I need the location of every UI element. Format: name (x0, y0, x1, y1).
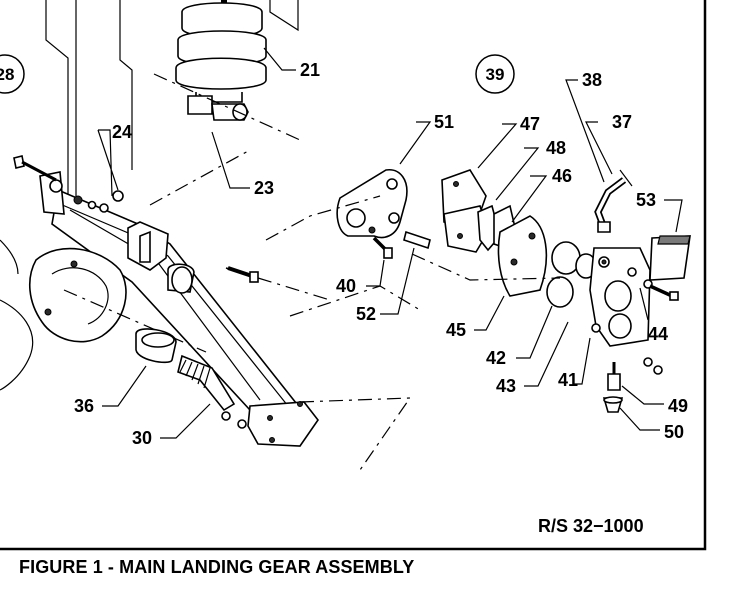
callout-46: 46 (552, 166, 572, 186)
figure-caption: FIGURE 1 - MAIN LANDING GEAR ASSEMBLY (19, 557, 415, 577)
callout-41: 41 (558, 370, 578, 390)
callout-50: 50 (664, 422, 684, 442)
callout-47: 47 (520, 114, 540, 134)
leader-lines (97, 47, 683, 439)
callout-24: 24 (112, 122, 132, 142)
callout-53: 53 (636, 190, 656, 210)
callout-23: 23 (254, 178, 274, 198)
callout-42: 42 (486, 348, 506, 368)
strut-frame (45, 0, 299, 206)
callout-28-text: 28 (0, 65, 14, 84)
callout-51: 51 (434, 112, 454, 132)
callout-43: 43 (496, 376, 516, 396)
callout-44: 44 (648, 324, 668, 344)
callout-30: 30 (132, 428, 152, 448)
frame-border (0, 0, 707, 551)
callout-49: 49 (668, 396, 688, 416)
callout-28: 28 (0, 54, 25, 94)
callout-52: 52 (356, 304, 376, 324)
callout-21: 21 (300, 60, 320, 80)
reference-number: R/S 32−1000 (538, 516, 644, 536)
callout-38: 38 (582, 70, 602, 90)
callout-40: 40 (336, 276, 356, 296)
brake-assembly (265, 169, 691, 413)
callout-37: 37 (612, 112, 632, 132)
gear-leg-30 (0, 155, 412, 471)
shock-absorber-21 (153, 0, 301, 141)
callout-39: 39 (475, 54, 515, 94)
callout-39-text: 39 (486, 65, 505, 84)
callout-36: 36 (74, 396, 94, 416)
callout-45: 45 (446, 320, 466, 340)
callout-48: 48 (546, 138, 566, 158)
